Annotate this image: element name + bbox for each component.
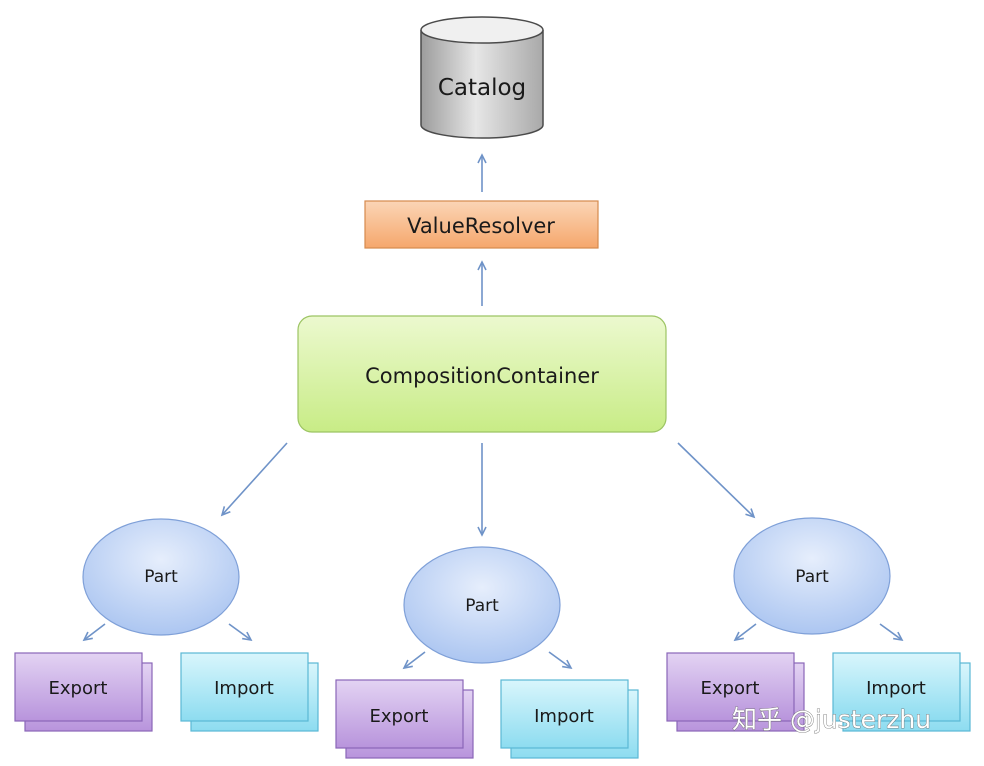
arrow-container-to-part-3 (677, 442, 756, 519)
export-label: Export (370, 706, 429, 727)
part-node (733, 517, 891, 635)
import-stack: Import (500, 679, 639, 759)
watermark-text: 知乎 @justerzhu (732, 705, 931, 734)
part-node (82, 518, 240, 636)
part-node (403, 546, 561, 664)
arrow-part-to-import (548, 651, 573, 670)
composition-container-label: CompositionContainer (365, 364, 599, 388)
catalog-database: Catalog (420, 16, 544, 139)
arrow-part-to-import (879, 623, 904, 642)
import-stack: Import (180, 652, 319, 732)
import-label: Import (534, 706, 594, 727)
export-stack: Export (666, 652, 805, 732)
export-label: Export (49, 678, 108, 699)
composition-container-box: CompositionContainer (297, 315, 667, 433)
part-group-1: Part Export Import (14, 518, 319, 732)
export-label: Export (701, 678, 760, 699)
part-label: Part (465, 596, 499, 616)
export-stack: Export (335, 679, 474, 759)
arrow-part-to-export (82, 623, 106, 642)
arrow-part-to-export (402, 651, 426, 670)
import-label: Import (214, 678, 274, 699)
value-resolver-label: ValueResolver (407, 214, 555, 238)
import-stack: Import (832, 652, 971, 732)
catalog-label: Catalog (438, 75, 526, 101)
part-label: Part (795, 567, 829, 587)
import-label: Import (866, 678, 926, 699)
part-group-3: Part Export Import (666, 517, 971, 732)
value-resolver-box: ValueResolver (364, 200, 599, 249)
part-label: Part (144, 567, 178, 587)
part-group-2: Part Export Import (335, 546, 639, 759)
arrow-part-to-import (228, 623, 253, 642)
arrow-part-to-export (733, 623, 757, 642)
arrow-container-to-part-1 (220, 442, 288, 517)
export-stack: Export (14, 652, 153, 732)
